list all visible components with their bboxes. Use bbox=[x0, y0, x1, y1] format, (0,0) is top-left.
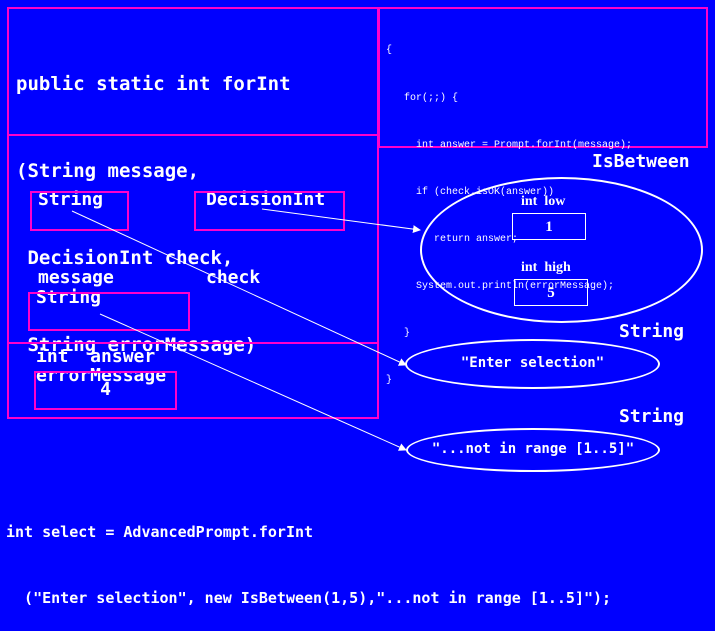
string1-type-label: String bbox=[619, 321, 685, 342]
isbetween-high-box: 5 bbox=[514, 279, 588, 306]
param-check-label: DecisionInt check bbox=[206, 135, 325, 317]
isbetween-type-label: IsBetween bbox=[592, 151, 690, 172]
param-error-slot bbox=[28, 292, 190, 331]
param-message-label: String message bbox=[38, 135, 114, 317]
isbetween-low-label: int low bbox=[521, 194, 566, 209]
locals-section bbox=[7, 342, 379, 419]
param-name: errorMessage bbox=[36, 365, 167, 386]
code-line: int answer = Prompt.forInt(message); bbox=[386, 139, 633, 151]
string1-value: "Enter selection" bbox=[460, 355, 605, 371]
code-line: for(;;) { bbox=[386, 92, 459, 104]
isbetween-low-box: 1 bbox=[512, 213, 586, 240]
code-line: } bbox=[386, 375, 393, 387]
message-reference-arrow bbox=[71, 210, 407, 366]
param-check-slot bbox=[194, 191, 345, 231]
check-reference-arrow bbox=[261, 208, 421, 234]
invocation-line: ("Enter selection", new IsBetween(1,5),"… bbox=[6, 589, 612, 607]
string2-object bbox=[406, 428, 660, 472]
signature-line: DecisionInt check, bbox=[16, 247, 234, 269]
local-answer-slot bbox=[34, 371, 177, 410]
local-answer-value: 4 bbox=[100, 379, 111, 400]
code-line: { bbox=[386, 45, 393, 57]
signature-text: public static int forInt (String message… bbox=[16, 12, 291, 389]
param-name: check bbox=[206, 267, 261, 288]
reference-arrows bbox=[71, 208, 421, 451]
invocation-line: int select = AdvancedPrompt.forInt bbox=[6, 523, 314, 541]
isbetween-low-value: 1 bbox=[545, 219, 553, 235]
isbetween-object bbox=[420, 177, 703, 323]
local-answer-label: int answer bbox=[36, 346, 156, 367]
signature-line: public static int forInt bbox=[16, 73, 291, 95]
param-type: DecisionInt bbox=[206, 189, 326, 210]
isbetween-high-label: int high bbox=[521, 260, 571, 275]
string2-type-label: String bbox=[619, 406, 685, 427]
param-type: String bbox=[38, 189, 104, 210]
param-message-slot bbox=[30, 191, 129, 231]
method-body-box bbox=[378, 7, 708, 148]
isbetween-high-value: 5 bbox=[547, 285, 555, 301]
param-name: message bbox=[38, 267, 114, 288]
error-reference-arrow bbox=[99, 313, 407, 451]
code-line: } bbox=[386, 328, 411, 340]
invocation-code: int select = AdvancedPrompt.forInt ("Ent… bbox=[6, 477, 611, 631]
signature-line: (String message, bbox=[16, 160, 200, 182]
string2-value: "...not in range [1..5]" bbox=[431, 441, 635, 457]
signature-line: String errorMessage) bbox=[16, 334, 257, 356]
